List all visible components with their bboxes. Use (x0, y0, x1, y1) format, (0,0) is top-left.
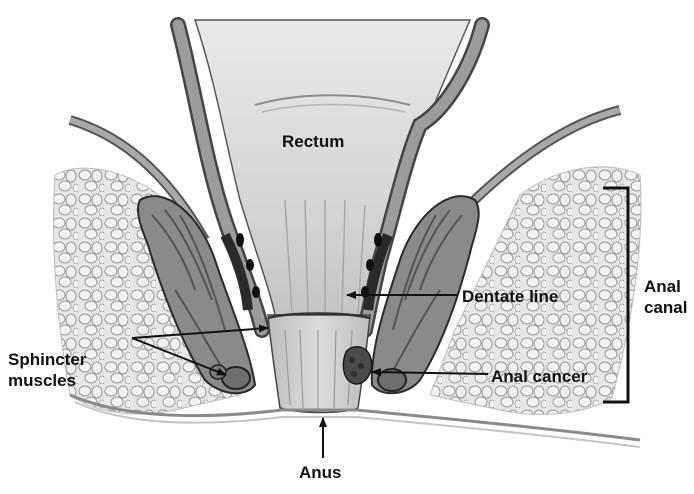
sphincter-muscles-label-line1: Sphincter (8, 349, 86, 370)
anus-label: Anus (299, 462, 342, 483)
anal-canal-label-line1: Anal (644, 276, 687, 297)
anal-canal-label-line2: canal (644, 297, 687, 318)
sphincter-muscles-label-line2: muscles (8, 370, 86, 391)
rectum-label: Rectum (282, 131, 344, 152)
sphincter-muscles-label: Sphincter muscles (8, 349, 86, 391)
anal-cancer-label: Anal cancer (491, 366, 587, 387)
anal-cancer-tumor (343, 347, 371, 384)
dentate-line-label: Dentate line (462, 286, 558, 307)
anal-canal-label: Anal canal (644, 276, 687, 318)
